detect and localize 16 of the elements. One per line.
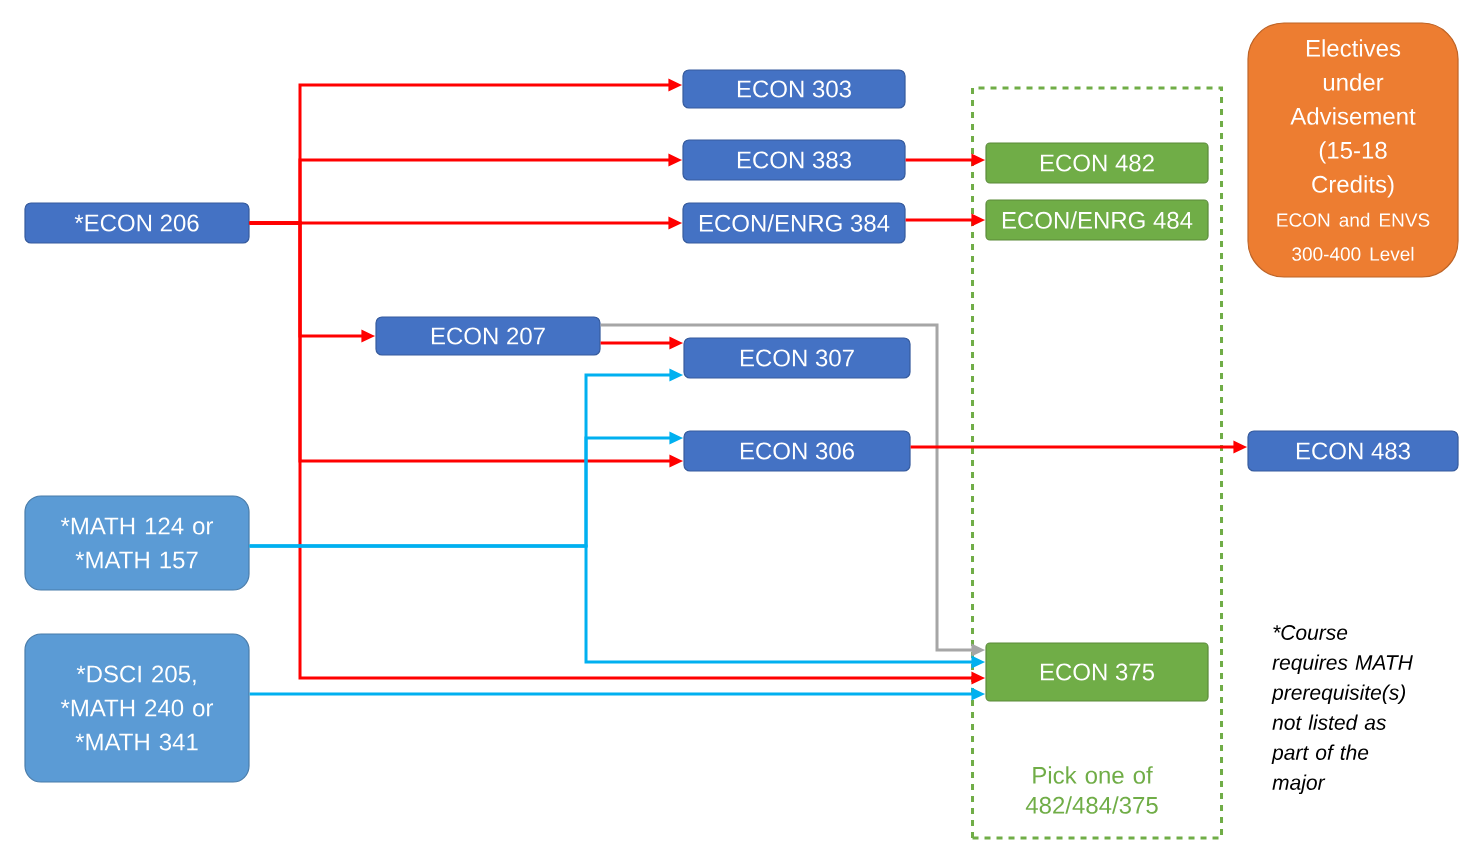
course-box: ECON 306 <box>683 430 911 472</box>
course-box: *MATH 124 or *MATH 157 <box>24 495 250 591</box>
course-box: ECON 482 <box>985 142 1209 184</box>
course-box: ECON/ENRG 384 <box>682 202 906 244</box>
course-box: ECON 375 <box>985 642 1209 702</box>
course-box: ECON/ENRG 484 <box>985 199 1209 241</box>
course-box: ECON 307 <box>683 337 911 379</box>
course-box: ECON 483 <box>1247 430 1459 472</box>
group-label: Pick one of 482/484/375 <box>1025 766 1158 814</box>
course-box: *ECON 206 <box>24 202 250 244</box>
course-box: ECON 207 <box>375 316 601 356</box>
elective-box: Electives under Advisement (15-18 Credits) ECON and ENVS 300-400 Level <box>1247 22 1459 278</box>
course-box: ECON 303 <box>682 69 906 109</box>
note-text: *Course requires MATH prerequisite(s) not listed as part of the major <box>1271 625 1413 795</box>
course-box: *DSCI 205, *MATH 240 or *MATH 341 <box>24 633 250 783</box>
course-box: ECON 383 <box>682 139 906 181</box>
